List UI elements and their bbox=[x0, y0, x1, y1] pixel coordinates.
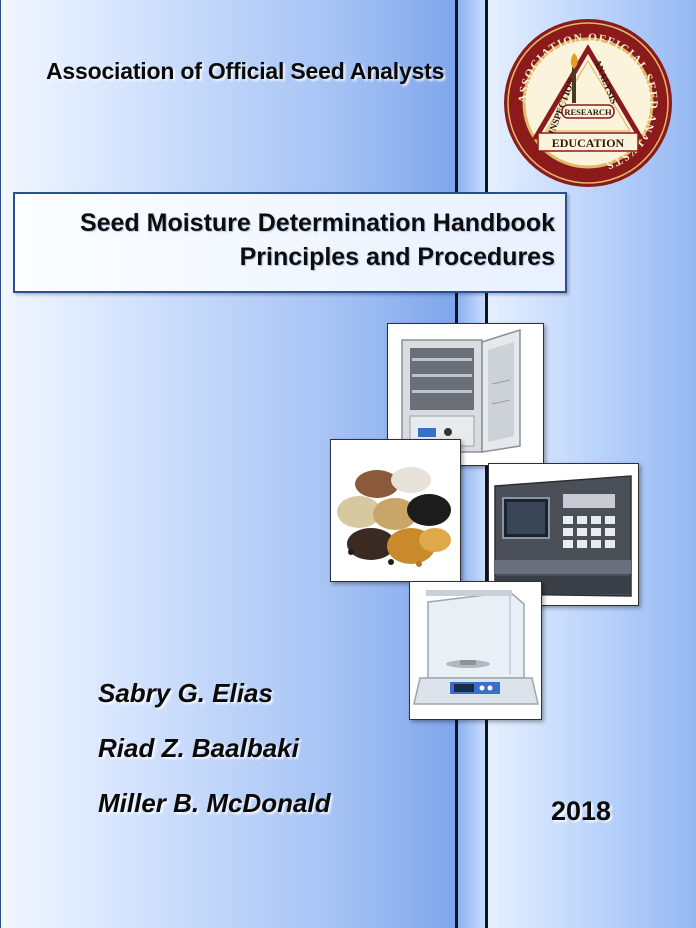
drying-oven-icon bbox=[388, 324, 543, 465]
torch-icon bbox=[572, 67, 576, 103]
publication-year: 2018 bbox=[551, 796, 612, 826]
author-name: Sabry G. Elias bbox=[98, 678, 273, 708]
moisture-meter-icon bbox=[489, 464, 638, 605]
analytical-balance-photo bbox=[409, 581, 542, 720]
title-box: Seed Moisture Determination Handbook Pri… bbox=[13, 192, 567, 293]
analytical-balance-icon bbox=[410, 582, 541, 719]
book-subtitle: Principles and Procedures bbox=[239, 243, 555, 271]
drying-oven-photo bbox=[387, 323, 544, 466]
aosa-seal-logo: ASSOCIATION OFFICIAL SEED ANALYSTS INSPE… bbox=[504, 19, 672, 187]
seed-samples-icon bbox=[331, 440, 460, 581]
organization-name: Association of Official Seed Analysts bbox=[46, 58, 445, 84]
seal-education-text: EDUCATION bbox=[552, 136, 625, 150]
moisture-meter-photo bbox=[488, 463, 639, 606]
seal-research-text: RESEARCH bbox=[564, 107, 612, 117]
author-name: Riad Z. Baalbaki bbox=[98, 733, 299, 763]
book-title: Seed Moisture Determination Handbook bbox=[79, 209, 555, 237]
seed-samples-photo bbox=[330, 439, 461, 582]
author-name: Miller B. McDonald bbox=[98, 788, 331, 818]
